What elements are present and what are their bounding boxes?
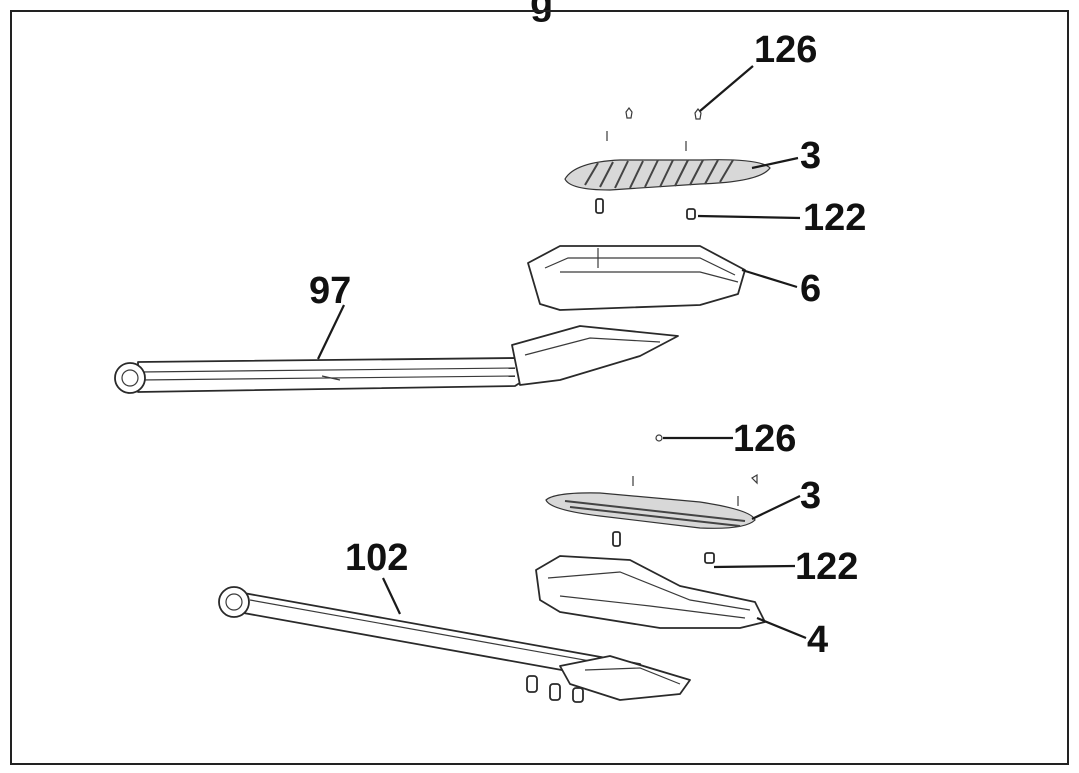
- callout-102: 102: [345, 537, 408, 579]
- bottom-screws: [632, 434, 758, 506]
- callout-122-bottom: 122: [795, 546, 858, 588]
- bottom-pad: [545, 492, 756, 529]
- callout-6: 6: [800, 268, 821, 310]
- top-pad: [564, 159, 771, 191]
- callout-97: 97: [309, 270, 351, 312]
- leader-lines: [317, 65, 807, 640]
- callout-122-top: 122: [803, 197, 866, 239]
- top-screws: [606, 107, 702, 151]
- bottom-nuts: [612, 531, 715, 564]
- callout-4: 4: [807, 619, 828, 661]
- callout-126-bottom: 126: [733, 418, 796, 460]
- top-pedal: [527, 245, 746, 311]
- callout-3-top: 3: [800, 135, 821, 177]
- callout-126-top: 126: [754, 29, 817, 71]
- diagram-frame: [10, 10, 1069, 765]
- lower-arm: [218, 586, 691, 703]
- upper-arm: [114, 325, 679, 394]
- callout-3-bottom: 3: [800, 475, 821, 517]
- top-nuts: [595, 198, 696, 220]
